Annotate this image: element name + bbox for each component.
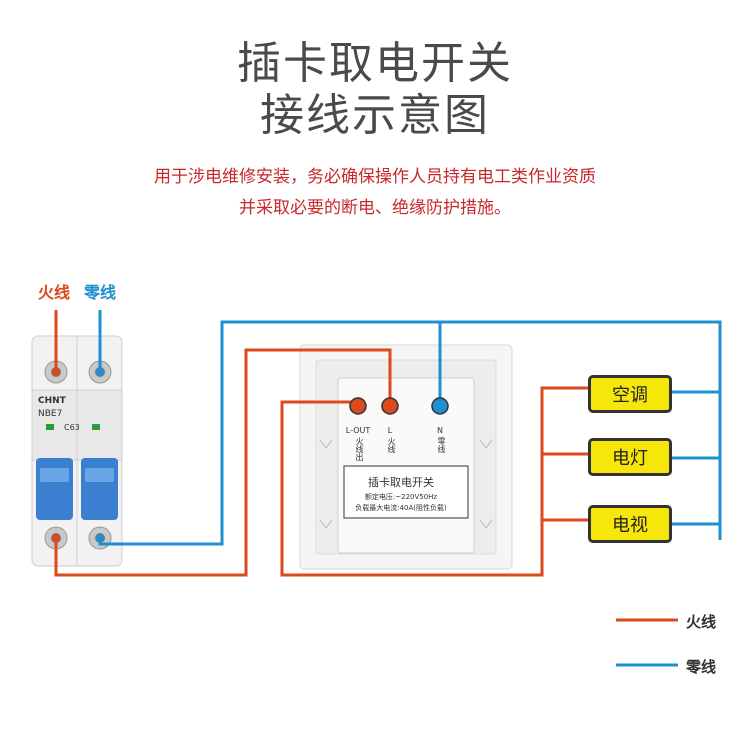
breaker-toggle-right: [81, 458, 118, 520]
terminal-n-cn-label: 零线: [437, 437, 446, 453]
legend-live-label: 火线: [686, 613, 717, 631]
diagram-title-line1: 插卡取电开关: [237, 38, 513, 89]
terminal-n-screw-icon: [431, 397, 449, 415]
terminal-lout-screw-icon: [349, 397, 367, 415]
switch-spec-load: 负载最大电流:40A(阻性负载): [355, 504, 447, 512]
terminal-lout-cn-label: 火线出: [355, 437, 364, 461]
load-tv: 电视: [588, 505, 672, 543]
live-breaker-to-switch-wire: [54, 348, 392, 577]
neutral-main-wire: [98, 320, 722, 546]
breaker-model: NBE7: [38, 409, 63, 419]
circuit-breaker: [31, 335, 123, 567]
switch-spec-voltage: 额定电压:~220V50Hz: [364, 493, 438, 501]
breaker-rating: C63: [64, 423, 80, 432]
terminal-l-screw-icon: [381, 397, 399, 415]
card-switch-panel: [299, 344, 513, 570]
breaker-live-label: 火线: [38, 283, 71, 302]
load-air-conditioner: 空调: [588, 375, 672, 413]
switch-product-name: 插卡取电开关: [368, 476, 434, 489]
safety-warning-line2: 并采取必要的断电、绝缘防护措施。: [239, 198, 511, 218]
safety-warning-line1: 用于涉电维修安装，务必确保操作人员持有电工类作业资质: [154, 167, 596, 187]
live-wires: [54, 310, 588, 577]
terminal-l-cn-label: 火线: [387, 437, 396, 453]
neutral-wires: [98, 310, 722, 546]
legend-neutral-label: 零线: [686, 658, 717, 676]
breaker-neutral-label: 零线: [84, 283, 117, 302]
breaker-toggle-left: [36, 458, 73, 520]
breaker-brand: CHNT: [38, 396, 66, 406]
diagram-title-line2: 接线示意图: [260, 90, 490, 141]
load-light: 电灯: [588, 438, 672, 476]
terminal-lout-label: L-OUT: [345, 426, 371, 435]
terminal-n-label: N: [437, 426, 443, 435]
terminal-l-label: L: [387, 426, 393, 435]
